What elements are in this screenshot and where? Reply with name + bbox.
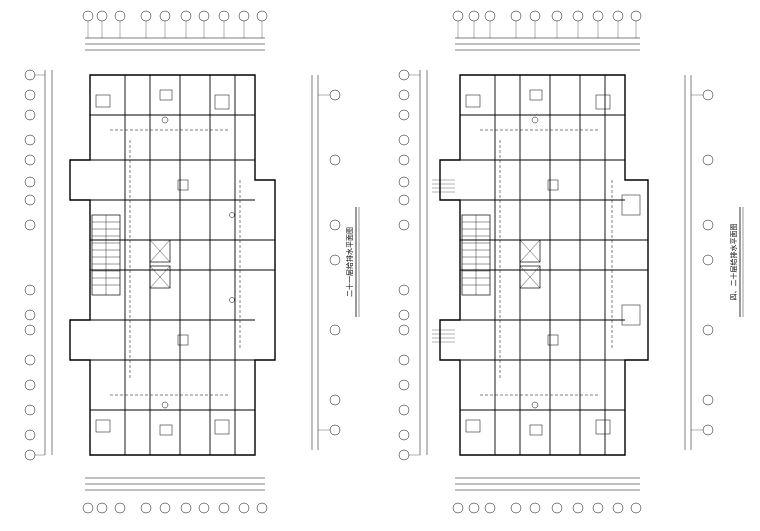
elevator-shaft	[149, 239, 171, 263]
building-outline	[439, 74, 649, 456]
right-floor-plan	[398, 10, 714, 514]
right-plan-title: 四、二十层给排水平面图	[729, 224, 738, 301]
left-plan-title: 二十一层给排水平面图	[345, 227, 354, 297]
elevator-shaft	[519, 239, 541, 263]
left-plan-title-group: 二十一层给排水平面图	[345, 207, 360, 317]
building-outline	[69, 74, 276, 456]
right-plan-title-group: 四、二十层给排水平面图	[729, 207, 744, 317]
left-floor-plan	[24, 10, 341, 514]
